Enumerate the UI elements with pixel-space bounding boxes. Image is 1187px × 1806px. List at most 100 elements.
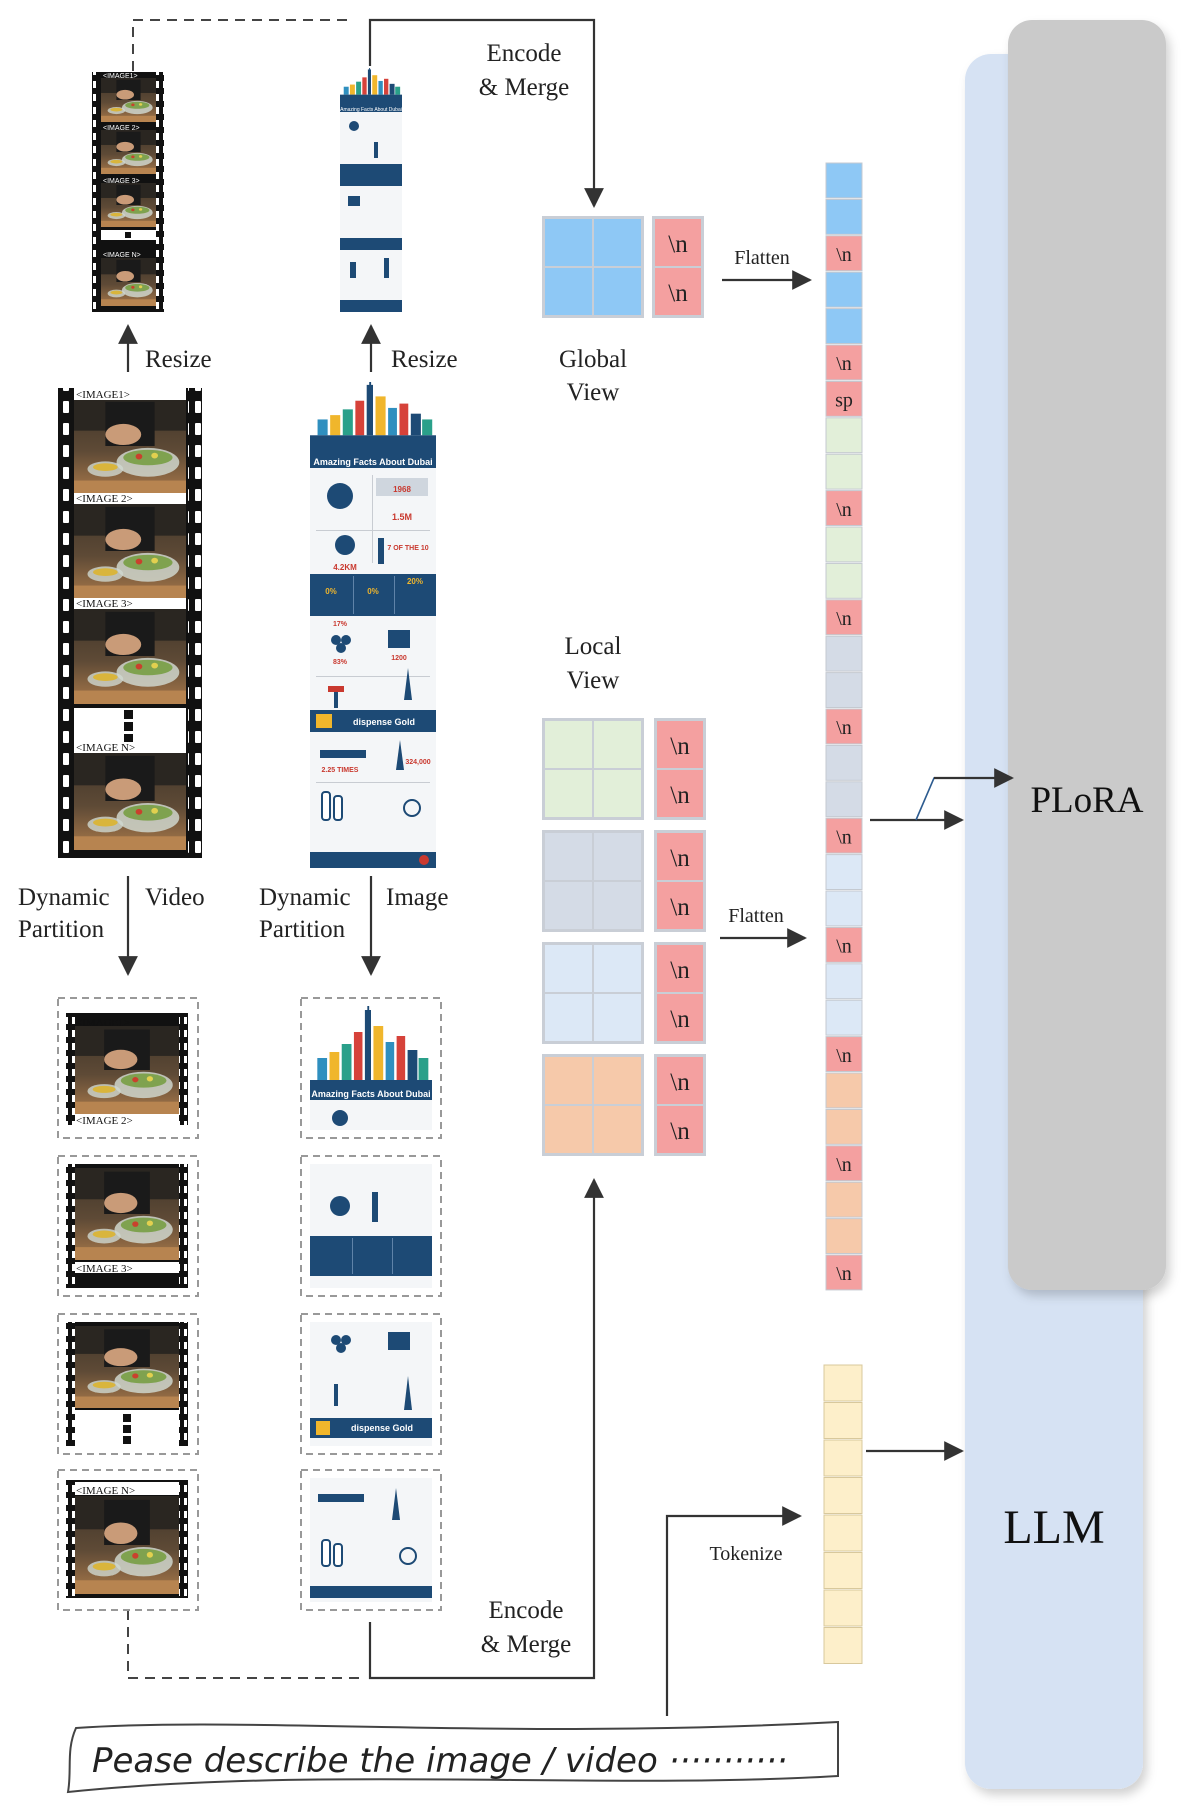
resized-image-infographic: Amazing Facts About Dubai bbox=[340, 68, 402, 312]
patch-infographic-title: Amazing Facts About Dubai bbox=[311, 1089, 430, 1099]
token-lightblue bbox=[825, 890, 863, 927]
stat-17pct: 17% bbox=[333, 621, 348, 628]
video-patches: <IMAGE1> <IMAGE 2> <IMAGE 3> <IMAGE N> bbox=[57, 997, 199, 1611]
llm-label: LLM bbox=[1003, 1501, 1104, 1554]
small-infographic-title: Amazing Facts About Dubai bbox=[340, 107, 402, 113]
dynamic-partition-video-line1: Dynamic bbox=[18, 884, 110, 911]
resize-image-label: Resize bbox=[391, 346, 458, 373]
plora-label: PLoRA bbox=[1030, 780, 1143, 821]
encode-merge-top-line1: Encode bbox=[487, 40, 562, 67]
token-nl bbox=[825, 344, 863, 381]
local-view-line2: View bbox=[567, 667, 620, 694]
local-newline-3a: \n bbox=[670, 957, 690, 984]
token-green bbox=[825, 453, 863, 490]
token-sp bbox=[825, 380, 863, 417]
input-video-film: <IMAGE1> <IMAGE 2> <IMAGE 3> <IMAGE N> bbox=[58, 388, 202, 858]
input-image-infographic: Amazing Facts About Dubai 1968 1.5M 4.2K… bbox=[310, 382, 436, 868]
local-newline-1b: \n bbox=[670, 782, 690, 809]
token-newline-label: \n bbox=[836, 499, 852, 521]
tokenize-label: Tokenize bbox=[709, 1543, 782, 1565]
stat-0pct-b: 0% bbox=[367, 587, 379, 596]
small-film-label-2: <IMAGE 2> bbox=[103, 125, 140, 132]
token-newline-label: \n bbox=[836, 1154, 852, 1176]
stat-20pct: 20% bbox=[407, 577, 423, 586]
token-global bbox=[825, 308, 863, 345]
encode-merge-top-path bbox=[368, 18, 604, 208]
local-view-newlines-4: \n \n bbox=[654, 1054, 706, 1156]
stat-7-of-10: 7 OF THE 10 bbox=[387, 545, 428, 552]
encode-merge-bottom-line2: & Merge bbox=[481, 1631, 572, 1658]
video-label: Video bbox=[145, 884, 205, 911]
token-lightblue bbox=[825, 963, 863, 1000]
infographic-banner: dispense Gold bbox=[353, 717, 415, 727]
patch-video-label-2: <IMAGE 2> bbox=[76, 1115, 133, 1127]
dynamic-partition-image-line2: Partition bbox=[259, 916, 346, 943]
tokenize-path bbox=[665, 1506, 802, 1716]
dynamic-partition-video-line2: Partition bbox=[18, 916, 105, 943]
token-gray bbox=[825, 635, 863, 672]
token-global bbox=[825, 162, 863, 199]
token-orange bbox=[825, 1108, 863, 1145]
global-newline-2: \n bbox=[668, 280, 688, 307]
local-view-grid-3 bbox=[542, 942, 644, 1044]
patch-video-label-n: <IMAGE N> bbox=[76, 1485, 135, 1497]
token-newline-label: \n bbox=[836, 936, 852, 958]
token-green bbox=[825, 526, 863, 563]
token-nl bbox=[825, 1036, 863, 1072]
token-newline-label: \n bbox=[836, 826, 852, 848]
token-green bbox=[825, 417, 863, 454]
visual-token-sequence: \n\nsp\n\n\n\n\n\n\n\n bbox=[825, 162, 863, 1291]
local-newline-1a: \n bbox=[670, 733, 690, 760]
stat-4-2km: 4.2KM bbox=[333, 563, 357, 572]
film-label-n: <IMAGE N> bbox=[76, 742, 135, 754]
flatten-local-label: Flatten bbox=[728, 905, 784, 927]
local-view-newlines-2: \n \n bbox=[654, 830, 706, 932]
flatten-global-label: Flatten bbox=[734, 247, 790, 269]
global-view-line1: Global bbox=[559, 346, 627, 373]
patch-video-label-3: <IMAGE 3> bbox=[76, 1263, 133, 1275]
token-orange bbox=[825, 1218, 863, 1254]
local-newline-4b: \n bbox=[670, 1118, 690, 1145]
token-newline-label: \n bbox=[836, 244, 852, 266]
local-view-newlines-3: \n \n bbox=[654, 942, 706, 1044]
local-newline-4a: \n bbox=[670, 1069, 690, 1096]
token-green bbox=[825, 562, 863, 599]
token-gray bbox=[825, 672, 863, 708]
encode-merge-top-line2: & Merge bbox=[479, 74, 570, 101]
token-newline-label: \n bbox=[836, 717, 852, 739]
text-token bbox=[823, 1552, 863, 1589]
stat-324000: 324,000 bbox=[405, 759, 430, 766]
text-token bbox=[823, 1627, 863, 1664]
token-newline-label: \n bbox=[836, 608, 852, 630]
text-token bbox=[823, 1439, 863, 1477]
encode-merge-bottom-line1: Encode bbox=[489, 1597, 564, 1624]
prompt-text: Pease describe the image / video ·······… bbox=[92, 1741, 787, 1781]
stat-1-5m: 1.5M bbox=[392, 512, 412, 522]
local-newline-3b: \n bbox=[670, 1006, 690, 1033]
stat-2-25-times: 2.25 TIMES bbox=[322, 767, 359, 774]
prompt-box bbox=[66, 1720, 839, 1794]
token-lightblue bbox=[825, 854, 863, 890]
global-view-line2: View bbox=[567, 379, 620, 406]
token-nl bbox=[825, 926, 863, 963]
text-token bbox=[823, 1402, 863, 1439]
text-token-sequence bbox=[823, 1364, 863, 1664]
resize-video-label: Resize bbox=[145, 346, 212, 373]
video-encode-dashed-path bbox=[132, 19, 352, 88]
stat-0pct-a: 0% bbox=[325, 587, 337, 596]
token-global bbox=[825, 198, 863, 235]
local-newline-2a: \n bbox=[670, 845, 690, 872]
text-token bbox=[823, 1477, 863, 1514]
token-nl bbox=[825, 1145, 863, 1182]
token-nl bbox=[825, 1254, 863, 1291]
local-view-grid-2 bbox=[542, 830, 644, 932]
text-token bbox=[823, 1364, 863, 1402]
small-film-label-n: <IMAGE N> bbox=[103, 252, 141, 259]
token-nl bbox=[825, 817, 863, 854]
stat-83pct: 83% bbox=[333, 659, 348, 666]
text-token bbox=[823, 1514, 863, 1552]
local-view-newlines-1: \n \n bbox=[654, 718, 706, 820]
film-label-3: <IMAGE 3> bbox=[76, 598, 133, 610]
token-newline-label: \n bbox=[836, 1045, 852, 1067]
